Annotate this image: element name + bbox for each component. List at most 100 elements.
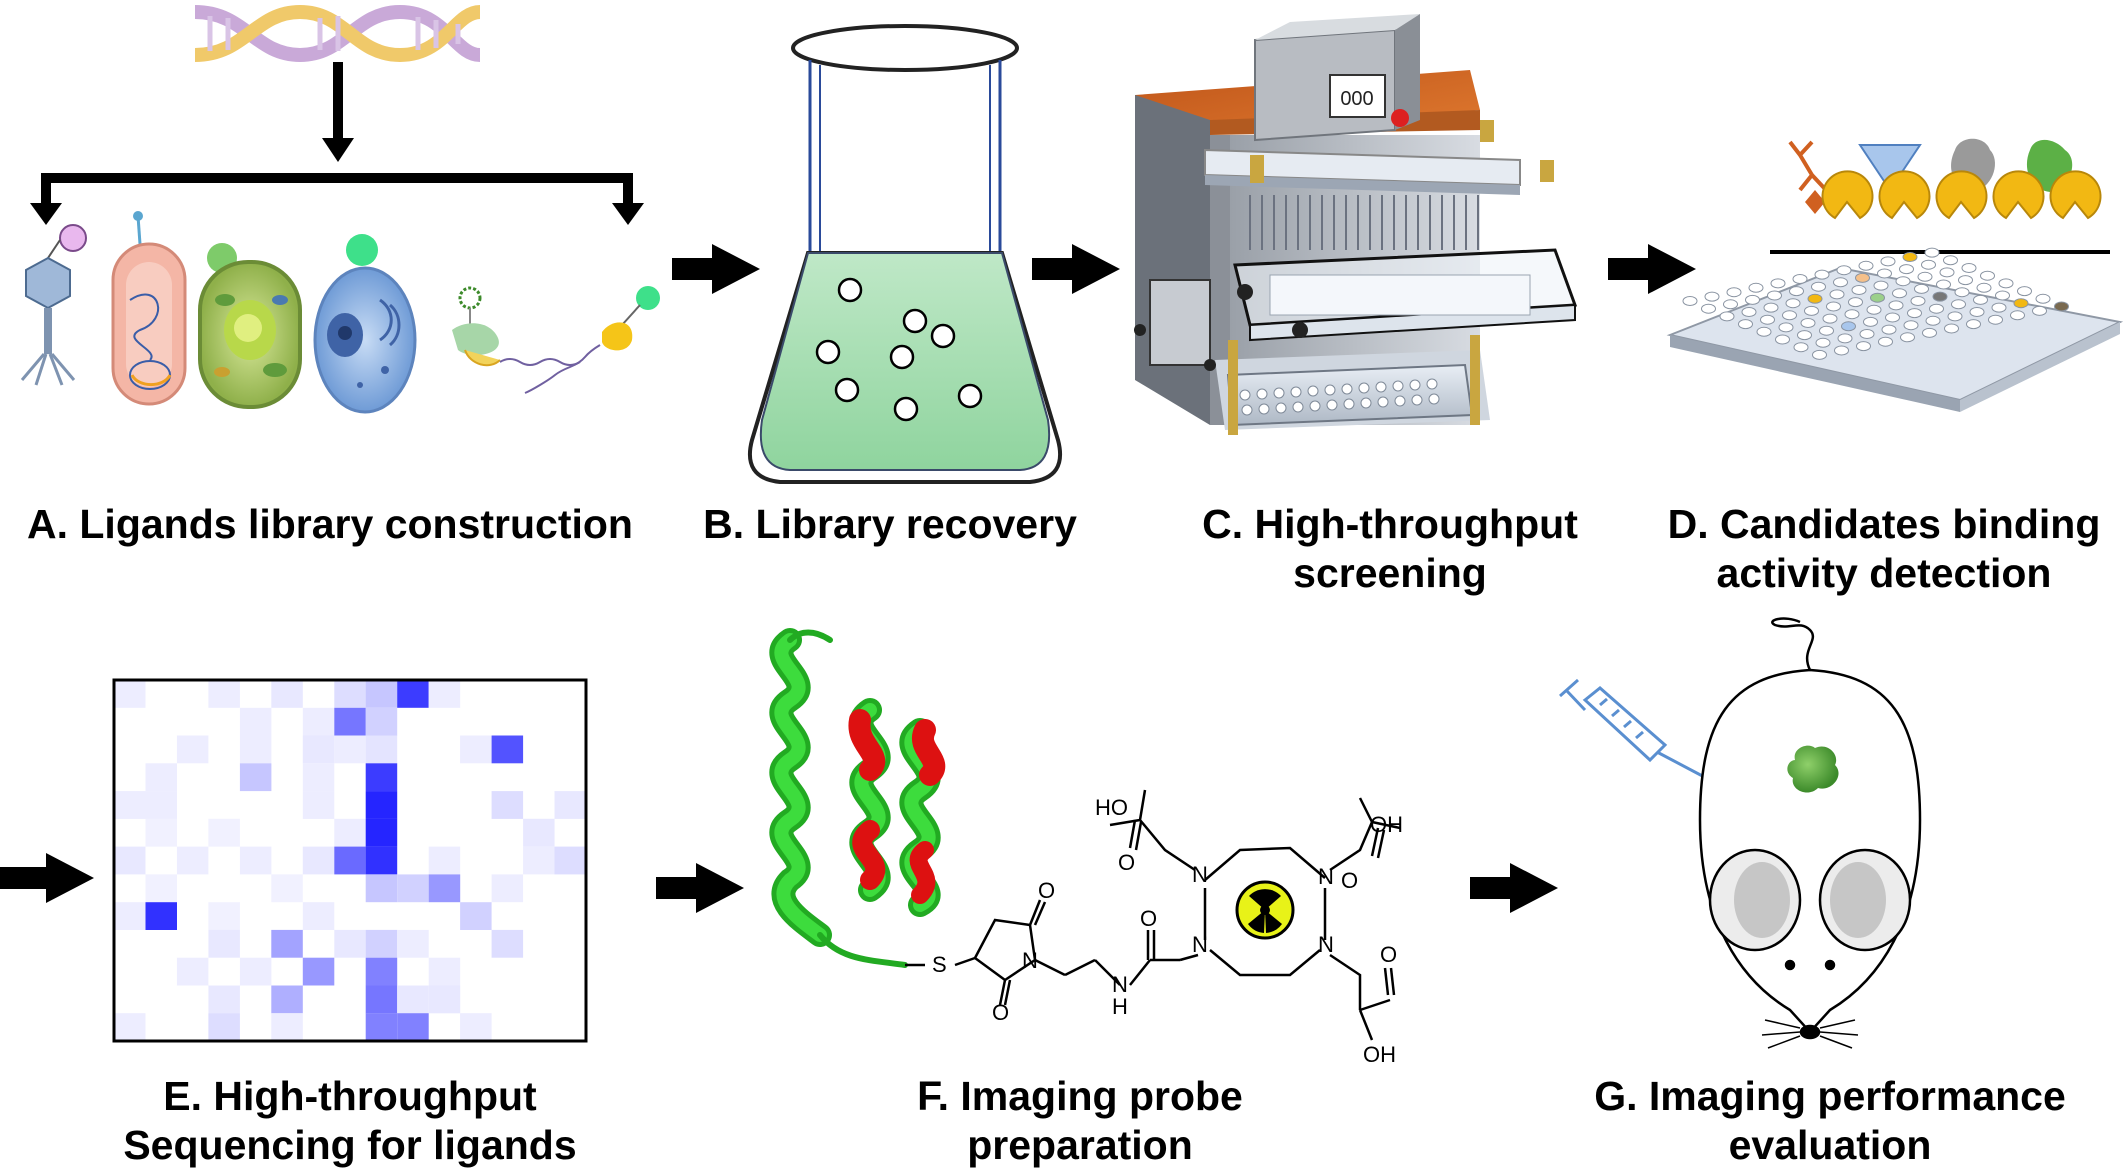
heatmap-cell: [460, 735, 492, 764]
mouse-icon: [1698, 617, 1922, 1049]
plate-well: [1888, 300, 1904, 311]
heatmap-cells: [114, 680, 586, 1041]
heatmap-cell: [239, 763, 272, 792]
heatmap-cell: [491, 735, 524, 764]
receptor-row: [1821, 170, 2102, 220]
plate-well: [1797, 330, 1812, 341]
plate-well: [1826, 301, 1841, 312]
heatmap-cell: [460, 902, 492, 930]
plate-well: [1701, 303, 1716, 314]
caption-f-line-1: F. Imaging probe: [917, 1073, 1243, 1119]
plate-well: [1958, 275, 1973, 286]
caption-panel-b: B. Library recovery: [690, 500, 1090, 549]
caption-panel-g: G. Imaging performance evaluation: [1560, 1072, 2100, 1170]
plate-well: [1719, 311, 1735, 322]
plate-well: [1892, 288, 1907, 299]
plate-well: [1947, 311, 1963, 322]
heatmap-cell: [428, 680, 461, 708]
protein-helix-icon: [769, 628, 946, 968]
plate-well: [1917, 271, 1933, 282]
heatmap-cell: [397, 929, 429, 958]
heatmap-cell: [365, 1013, 398, 1041]
plate-well: [1819, 325, 1834, 336]
chem-label-h: H: [1112, 994, 1128, 1019]
plate-well: [1998, 278, 2014, 289]
plate-well: [1954, 287, 1970, 298]
chem-label-o: O: [1038, 878, 1055, 903]
heatmap-cell: [554, 846, 586, 875]
plate-well: [1943, 255, 1958, 266]
plate-wells: [1682, 247, 2069, 360]
plate-well: [1726, 287, 1742, 298]
heatmap-cell: [145, 902, 177, 930]
plate-well: [1939, 267, 1955, 278]
syringe-icon: [1559, 678, 1711, 782]
plate-well: [1907, 308, 1922, 319]
caption-panel-c: C. High-throughput screening: [1130, 500, 1650, 598]
chemical-labels: HO O N N OH O N N O O OH N H N O O S: [932, 795, 1403, 1067]
heatmap-cell: [302, 707, 335, 736]
heatmap-cell: [302, 902, 335, 930]
plate-well: [1924, 247, 1940, 258]
caption-panel-e: E. High-throughput Sequencing for ligand…: [80, 1072, 620, 1170]
chelator-structure: [905, 789, 1401, 1041]
plate-well: [1775, 334, 1790, 345]
heatmap-cell: [114, 1013, 146, 1041]
flow-arrow-f-g: [1470, 863, 1558, 913]
heatmap-cell: [208, 680, 240, 708]
heatmap-cell: [428, 846, 461, 875]
plate-well: [1789, 286, 1804, 297]
heatmap-cell: [239, 957, 272, 986]
animal-cell-icon: [313, 234, 417, 414]
chem-label-o: O: [1341, 868, 1358, 893]
heatmap-cell: [271, 985, 303, 1014]
chem-label-o: O: [1118, 850, 1135, 875]
chem-label-oh: OH: [1363, 1042, 1396, 1067]
caption-panel-d: D. Candidates binding activity detection: [1640, 500, 2128, 598]
heatmap-cell: [271, 929, 303, 958]
plate-well: [1814, 269, 1830, 280]
counter-display-text: 000: [1340, 88, 1373, 110]
plate-well: [1844, 309, 1860, 320]
caption-g-line-1: G. Imaging performance: [1594, 1073, 2066, 1119]
plate-well: [1991, 302, 2007, 313]
plate-well: [1741, 307, 1757, 317]
plate-well: [1745, 294, 1760, 305]
plate-well: [1793, 342, 1809, 353]
chem-label-n: N: [1192, 932, 1208, 957]
plate-well: [1800, 318, 1816, 328]
plate-well: [1812, 349, 1827, 360]
heatmap-cell: [334, 846, 366, 875]
ribosome-display-icon: [452, 286, 581, 367]
plate-well: [1903, 320, 1919, 331]
caption-a-line-1: A. Ligands library construction: [27, 501, 633, 547]
plate-well: [1836, 265, 1852, 276]
heatmap-cell: [334, 735, 366, 764]
heatmap-cell: [491, 791, 524, 819]
antibody-ligand-icon: [1788, 140, 1828, 214]
plate-well: [1969, 307, 1985, 317]
heatmap-cell: [397, 1013, 429, 1041]
heatmap-cell: [176, 846, 209, 875]
plate-well: [1841, 321, 1856, 332]
chem-label-oh: OH: [1370, 812, 1403, 837]
dna-helix-icon: [194, 4, 482, 63]
plate-well: [1866, 304, 1882, 315]
heatmap-cell: [114, 846, 146, 875]
heatmap-cell: [302, 846, 335, 875]
plate-well: [1748, 282, 1764, 293]
plate-well: [1878, 336, 1893, 347]
caption-c-line-1: C. High-throughput: [1202, 501, 1578, 547]
plate-well: [1767, 290, 1782, 301]
heatmap-cell: [302, 957, 335, 986]
caption-d-line-2: activity detection: [1716, 550, 2052, 596]
chem-label-n: N: [1318, 932, 1334, 957]
plate-well: [1966, 319, 1981, 330]
heatmap-cell: [334, 707, 366, 736]
plate-well: [1760, 314, 1775, 325]
plate-well: [1870, 292, 1885, 303]
heatmap-cell: [365, 929, 398, 958]
plate-well: [1902, 252, 1918, 262]
